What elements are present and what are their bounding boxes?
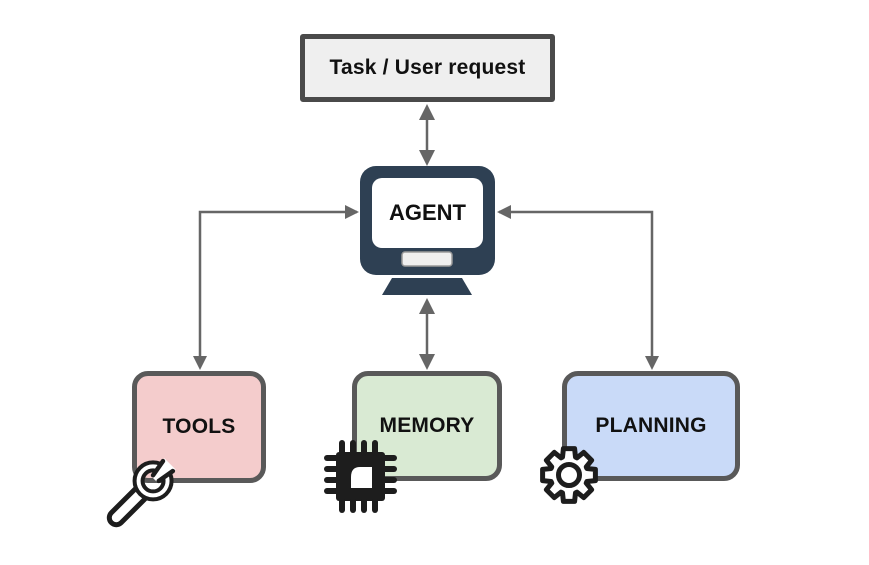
tools-label: TOOLS bbox=[162, 415, 236, 438]
arrowhead-down-to-agent bbox=[419, 150, 435, 166]
arrowhead-down-to-memory bbox=[419, 354, 435, 370]
monitor-icon bbox=[360, 166, 495, 295]
arrowhead-left-to-agent bbox=[497, 205, 511, 219]
connector-agent-tools bbox=[198, 210, 357, 358]
task-user-request-box: Task / User request bbox=[300, 34, 555, 102]
task-user-request-label: Task / User request bbox=[329, 56, 526, 79]
connector-agent-planning bbox=[499, 210, 654, 358]
arrowhead-right-to-agent bbox=[345, 205, 359, 219]
agent-label: AGENT bbox=[389, 200, 466, 225]
agent-node: AGENT bbox=[360, 166, 495, 298]
arrowhead-down-to-tools bbox=[193, 356, 207, 370]
tools-box: TOOLS bbox=[132, 371, 266, 483]
memory-label: MEMORY bbox=[379, 414, 475, 437]
wrench-icon bbox=[106, 458, 176, 528]
chip-icon bbox=[324, 440, 397, 513]
planning-label: PLANNING bbox=[595, 414, 707, 437]
gear-icon bbox=[540, 446, 598, 504]
arrowhead-up-to-agent bbox=[419, 298, 435, 314]
arrowhead-down-to-planning bbox=[645, 356, 659, 370]
arrowhead-up-to-task bbox=[419, 104, 435, 120]
